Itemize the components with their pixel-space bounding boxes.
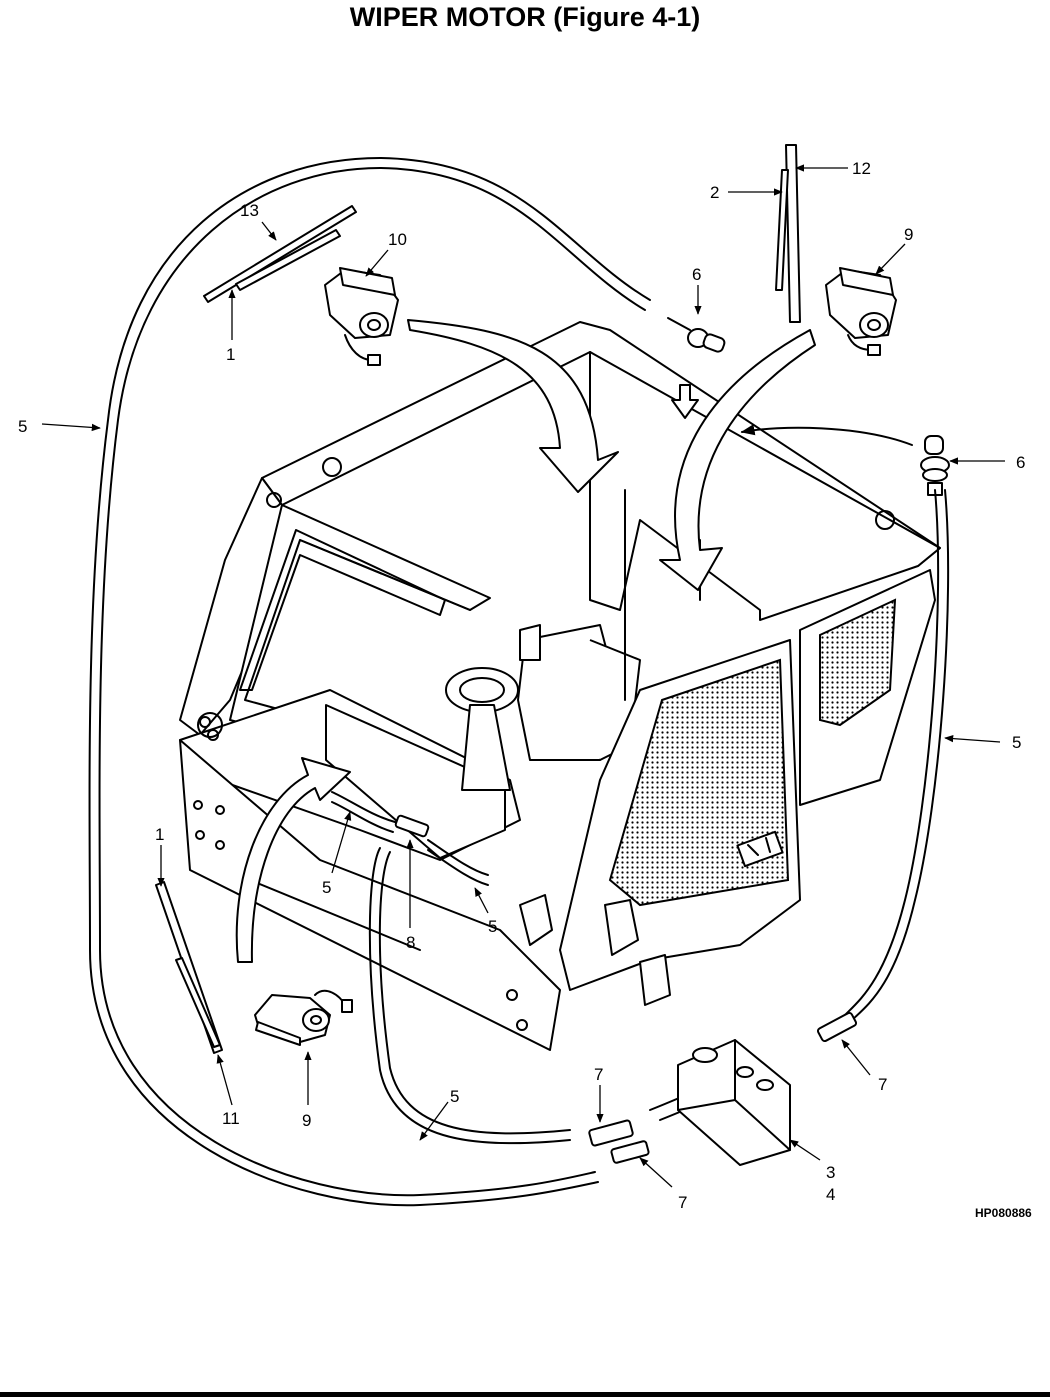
callout-5-center-right: 5 <box>488 917 497 936</box>
wiper-motor-front-left <box>324 267 399 366</box>
cab-body <box>179 321 941 1051</box>
page-title: WIPER MOTOR (Figure 4-1) <box>349 2 701 32</box>
callout-6-right: 6 <box>1016 453 1025 472</box>
wiper-arm-blade-front-left <box>203 205 357 303</box>
callout-5-left: 5 <box>18 417 27 436</box>
washer-nozzle-top <box>667 317 726 353</box>
bottom-rule <box>0 1392 1050 1397</box>
washer-nozzle-right <box>920 435 950 496</box>
callout-5-center: 5 <box>322 878 331 897</box>
callout-5-bottom: 5 <box>450 1087 459 1106</box>
callout-3: 3 <box>826 1163 835 1182</box>
callout-5-right: 5 <box>1012 733 1021 752</box>
hose-connectors <box>394 814 858 1164</box>
callout-1-rear: 1 <box>155 825 164 844</box>
callout-labels: 13 10 1 5 2 12 9 6 6 5 1 5 8 5 11 9 5 7 … <box>18 159 1032 1220</box>
callout-2: 2 <box>710 183 719 202</box>
wiper-arm-blade-rear <box>155 881 223 1054</box>
callout-4: 4 <box>826 1185 835 1204</box>
assembly-arrows <box>235 319 913 963</box>
callout-leaders <box>41 164 1005 1188</box>
callout-7-lower: 7 <box>678 1193 687 1212</box>
figure-id: HP080886 <box>975 1206 1032 1220</box>
callout-6-top: 6 <box>692 265 701 284</box>
callout-9-rear: 9 <box>302 1111 311 1130</box>
washer-reservoir <box>677 1039 791 1166</box>
callout-8: 8 <box>406 933 415 952</box>
callout-13: 13 <box>240 201 259 220</box>
washer-hoses <box>88 157 950 1207</box>
wiper-arm-blade-front-right <box>775 144 801 323</box>
wiper-motor-rear <box>254 989 353 1046</box>
callout-12: 12 <box>852 159 871 178</box>
callout-1-front: 1 <box>226 345 235 364</box>
callout-11: 11 <box>222 1109 240 1128</box>
callout-9-front: 9 <box>904 225 913 244</box>
callout-7-upper-left: 7 <box>594 1065 603 1084</box>
callout-10: 10 <box>388 230 407 249</box>
callout-7-right: 7 <box>878 1075 887 1094</box>
wiper-motor-front-right <box>825 267 897 356</box>
